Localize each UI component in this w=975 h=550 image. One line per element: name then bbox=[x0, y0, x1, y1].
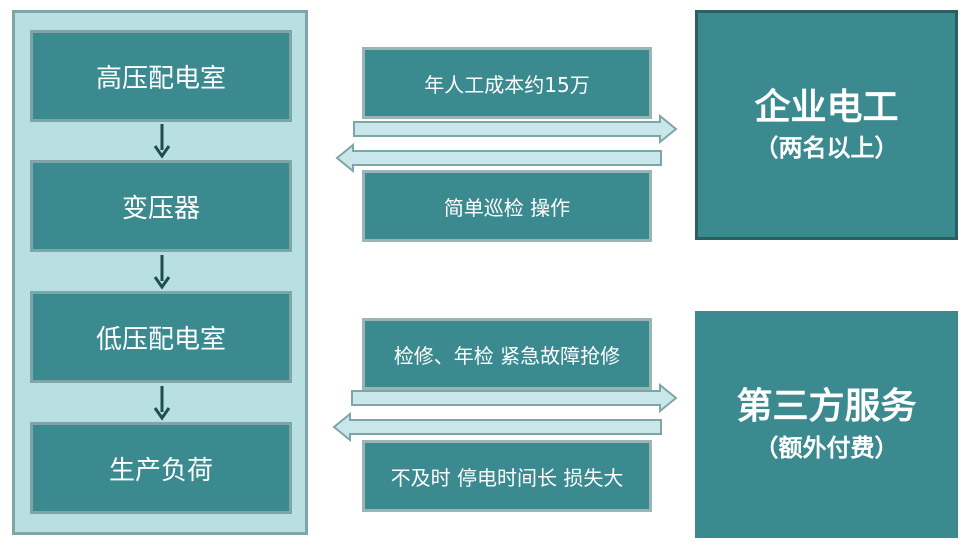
arrow-down-icon bbox=[153, 255, 171, 290]
stage-label: 低压配电室 bbox=[95, 324, 226, 355]
drawback-note-text: 不及时 停电时间长 损失大 bbox=[390, 465, 624, 490]
stage-label: 高压配电室 bbox=[95, 63, 226, 94]
result-subtitle: （两名以上） bbox=[754, 134, 899, 162]
drawback-note-box: 不及时 停电时间长 损失大 bbox=[362, 440, 652, 512]
third-party-service-box: 第三方服务 （额外付费） bbox=[695, 311, 958, 538]
duty-note-text: 简单巡检 操作 bbox=[443, 195, 571, 220]
arrow-right-icon bbox=[353, 114, 678, 144]
arrow-left-icon bbox=[332, 412, 662, 442]
result-subtitle: （额外付费） bbox=[754, 433, 899, 462]
service-note-box: 检修、年检 紧急故障抢修 bbox=[362, 318, 652, 390]
service-note-text: 检修、年检 紧急故障抢修 bbox=[393, 343, 621, 368]
result-title: 企业电工 bbox=[754, 86, 899, 128]
arrow-right-icon bbox=[351, 383, 678, 413]
arrow-left-icon bbox=[335, 143, 662, 173]
stage-low-voltage-room: 低压配电室 bbox=[30, 291, 292, 383]
in-house-electrician-box: 企业电工 （两名以上） bbox=[695, 10, 958, 240]
result-title: 第三方服务 bbox=[736, 386, 917, 428]
duty-note-box: 简单巡检 操作 bbox=[362, 170, 652, 242]
stage-production-load: 生产负荷 bbox=[30, 422, 292, 514]
cost-note-text: 年人工成本约15万 bbox=[424, 72, 590, 97]
arrow-down-icon bbox=[153, 386, 171, 421]
stage-transformer: 变压器 bbox=[30, 160, 292, 252]
stage-high-voltage-room: 高压配电室 bbox=[30, 30, 292, 122]
cost-note-box: 年人工成本约15万 bbox=[362, 47, 652, 119]
stage-label: 变压器 bbox=[121, 193, 200, 224]
arrow-down-icon bbox=[153, 124, 171, 159]
stage-label: 生产负荷 bbox=[108, 455, 213, 486]
